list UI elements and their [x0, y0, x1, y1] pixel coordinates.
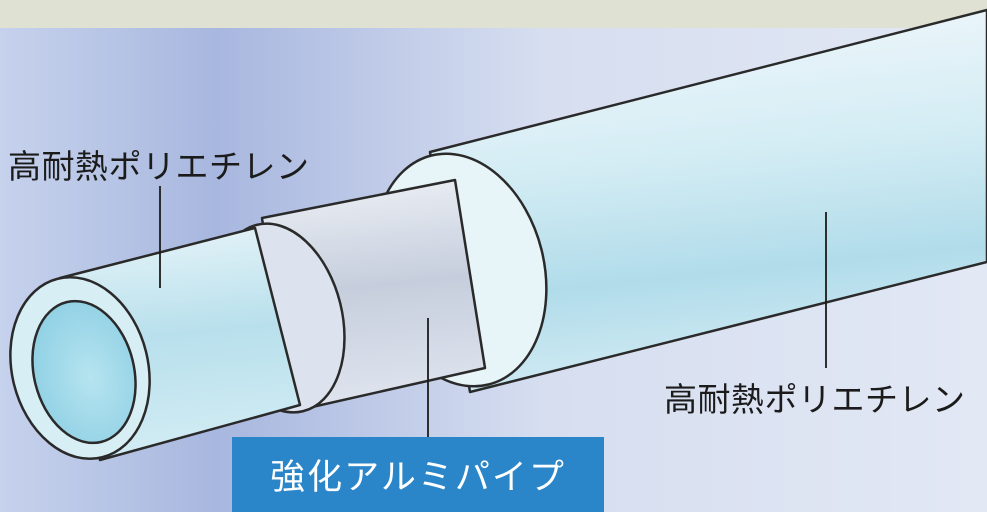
outer-polyethylene-label: 高耐熱ポリエチレン — [664, 380, 966, 419]
pipe-bore — [31, 299, 137, 445]
inner-polyethylene-label: 高耐熱ポリエチレン — [8, 147, 310, 186]
top-band — [0, 0, 987, 28]
aluminum-pipe-label: 強化アルミパイプ — [232, 437, 604, 512]
